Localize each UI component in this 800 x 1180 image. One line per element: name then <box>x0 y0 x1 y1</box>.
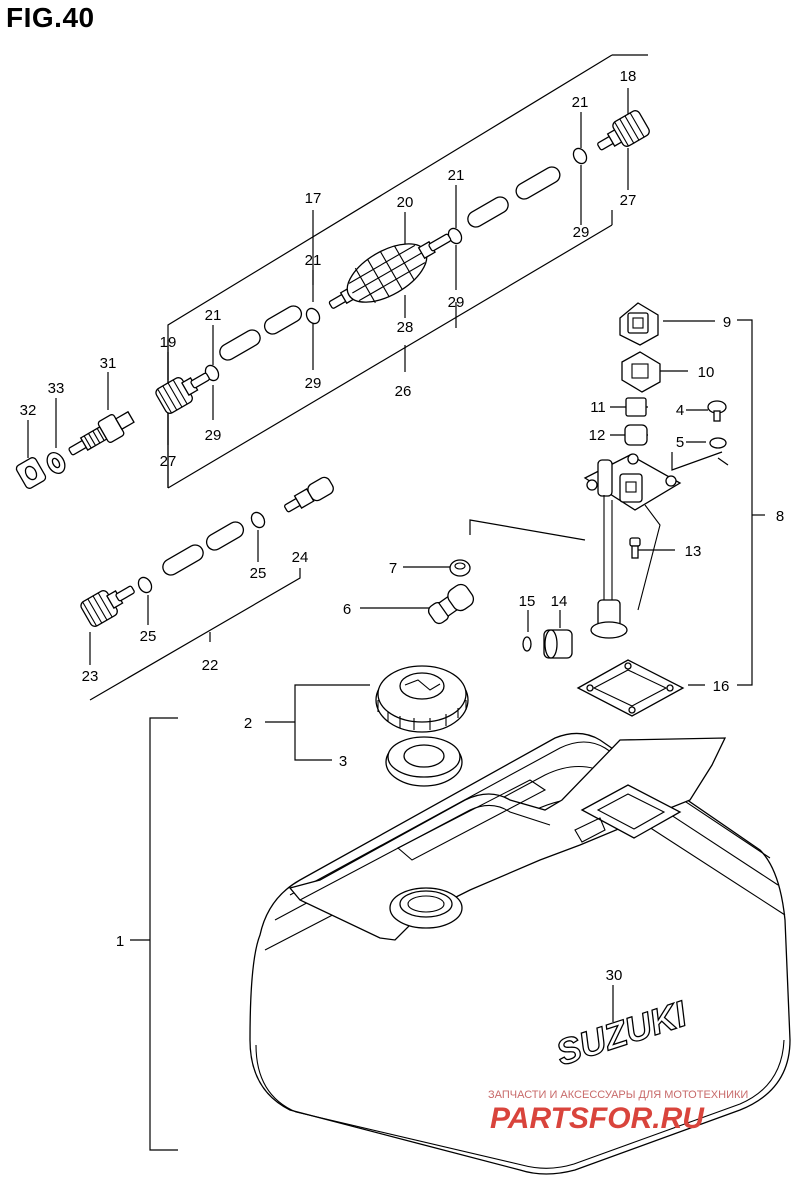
callout-29c: 29 <box>305 375 322 392</box>
gauge-mount-gasket <box>576 659 685 717</box>
primer-bulb <box>328 233 452 309</box>
hose-fitting <box>284 476 334 513</box>
callout-14: 14 <box>551 593 568 610</box>
callout-21d: 21 <box>205 307 222 324</box>
watermark-site: PARTSFOR.RU <box>490 1102 705 1135</box>
callout-13: 13 <box>685 543 702 560</box>
callout-5: 5 <box>676 434 684 451</box>
gauge-seal <box>624 424 648 446</box>
leader-lines <box>27 88 629 665</box>
engine-fitting <box>68 410 135 456</box>
callout-7: 7 <box>389 560 397 577</box>
fuel-gauge-unit <box>583 453 682 639</box>
gauge-lens <box>625 397 647 417</box>
callout-15: 15 <box>519 593 536 610</box>
callout-33: 33 <box>48 380 65 397</box>
callout-24: 24 <box>292 549 309 566</box>
callout-30: 30 <box>606 967 623 984</box>
callout-26: 26 <box>395 383 412 400</box>
callout-6: 6 <box>343 601 351 618</box>
float-clip <box>522 636 532 652</box>
cap-bracket <box>265 684 370 761</box>
hose-set-bracket <box>89 568 301 701</box>
watermark-tagline: ЗАПЧАСТИ И АКСЕССУАРЫ ДЛЯ МОТОТЕХНИКИ <box>488 1089 748 1101</box>
callout-25b: 25 <box>140 628 157 645</box>
nut <box>15 457 47 489</box>
callout-8: 8 <box>776 508 784 525</box>
figure-title: FIG.40 <box>6 2 95 33</box>
callout-31: 31 <box>100 355 117 372</box>
callout-4: 4 <box>676 402 684 419</box>
callout-29d: 29 <box>205 427 222 444</box>
callout-28: 28 <box>397 319 414 336</box>
screw <box>707 400 727 422</box>
connector-tank-side <box>597 110 650 151</box>
fuel-tank <box>249 732 791 1175</box>
callout-1: 1 <box>116 933 124 950</box>
gauge-gasket <box>621 351 661 393</box>
fuel-hose-segments <box>162 166 561 576</box>
hose-clips <box>137 147 588 594</box>
callout-18: 18 <box>620 68 637 85</box>
callout-19: 19 <box>160 334 177 351</box>
gauge-window <box>619 302 659 346</box>
callout-20: 20 <box>397 194 414 211</box>
screw-washer <box>709 437 727 449</box>
callout-2: 2 <box>244 715 252 732</box>
callout-32: 32 <box>20 402 37 419</box>
grommet <box>449 559 471 577</box>
drain-nipple <box>427 583 475 625</box>
small-screw <box>629 537 641 559</box>
callout-25a: 25 <box>250 565 267 582</box>
fuel-cap <box>375 665 469 733</box>
callout-12: 12 <box>589 427 606 444</box>
callout-3: 3 <box>339 753 347 770</box>
callout-9: 9 <box>723 314 731 331</box>
callout-22: 22 <box>202 657 219 674</box>
callout-27a: 27 <box>620 192 637 209</box>
callout-10: 10 <box>698 364 715 381</box>
callout-11: 11 <box>590 399 606 416</box>
float <box>543 629 573 659</box>
callout-labels: 1 2 3 4 5 6 7 8 9 10 11 12 13 14 15 16 1… <box>20 68 785 984</box>
callout-29a: 29 <box>573 224 590 241</box>
connector-lower <box>80 585 135 627</box>
callout-29b: 29 <box>448 294 465 311</box>
cap-gasket <box>385 736 463 787</box>
callout-21a: 21 <box>572 94 589 111</box>
callout-23: 23 <box>82 668 99 685</box>
callout-16: 16 <box>713 678 730 695</box>
callout-21c: 21 <box>305 252 322 269</box>
callout-27b: 27 <box>160 453 177 470</box>
washer <box>46 452 66 474</box>
callout-17: 17 <box>305 190 322 207</box>
callout-21b: 21 <box>448 167 465 184</box>
connector-engine-side <box>155 372 210 414</box>
